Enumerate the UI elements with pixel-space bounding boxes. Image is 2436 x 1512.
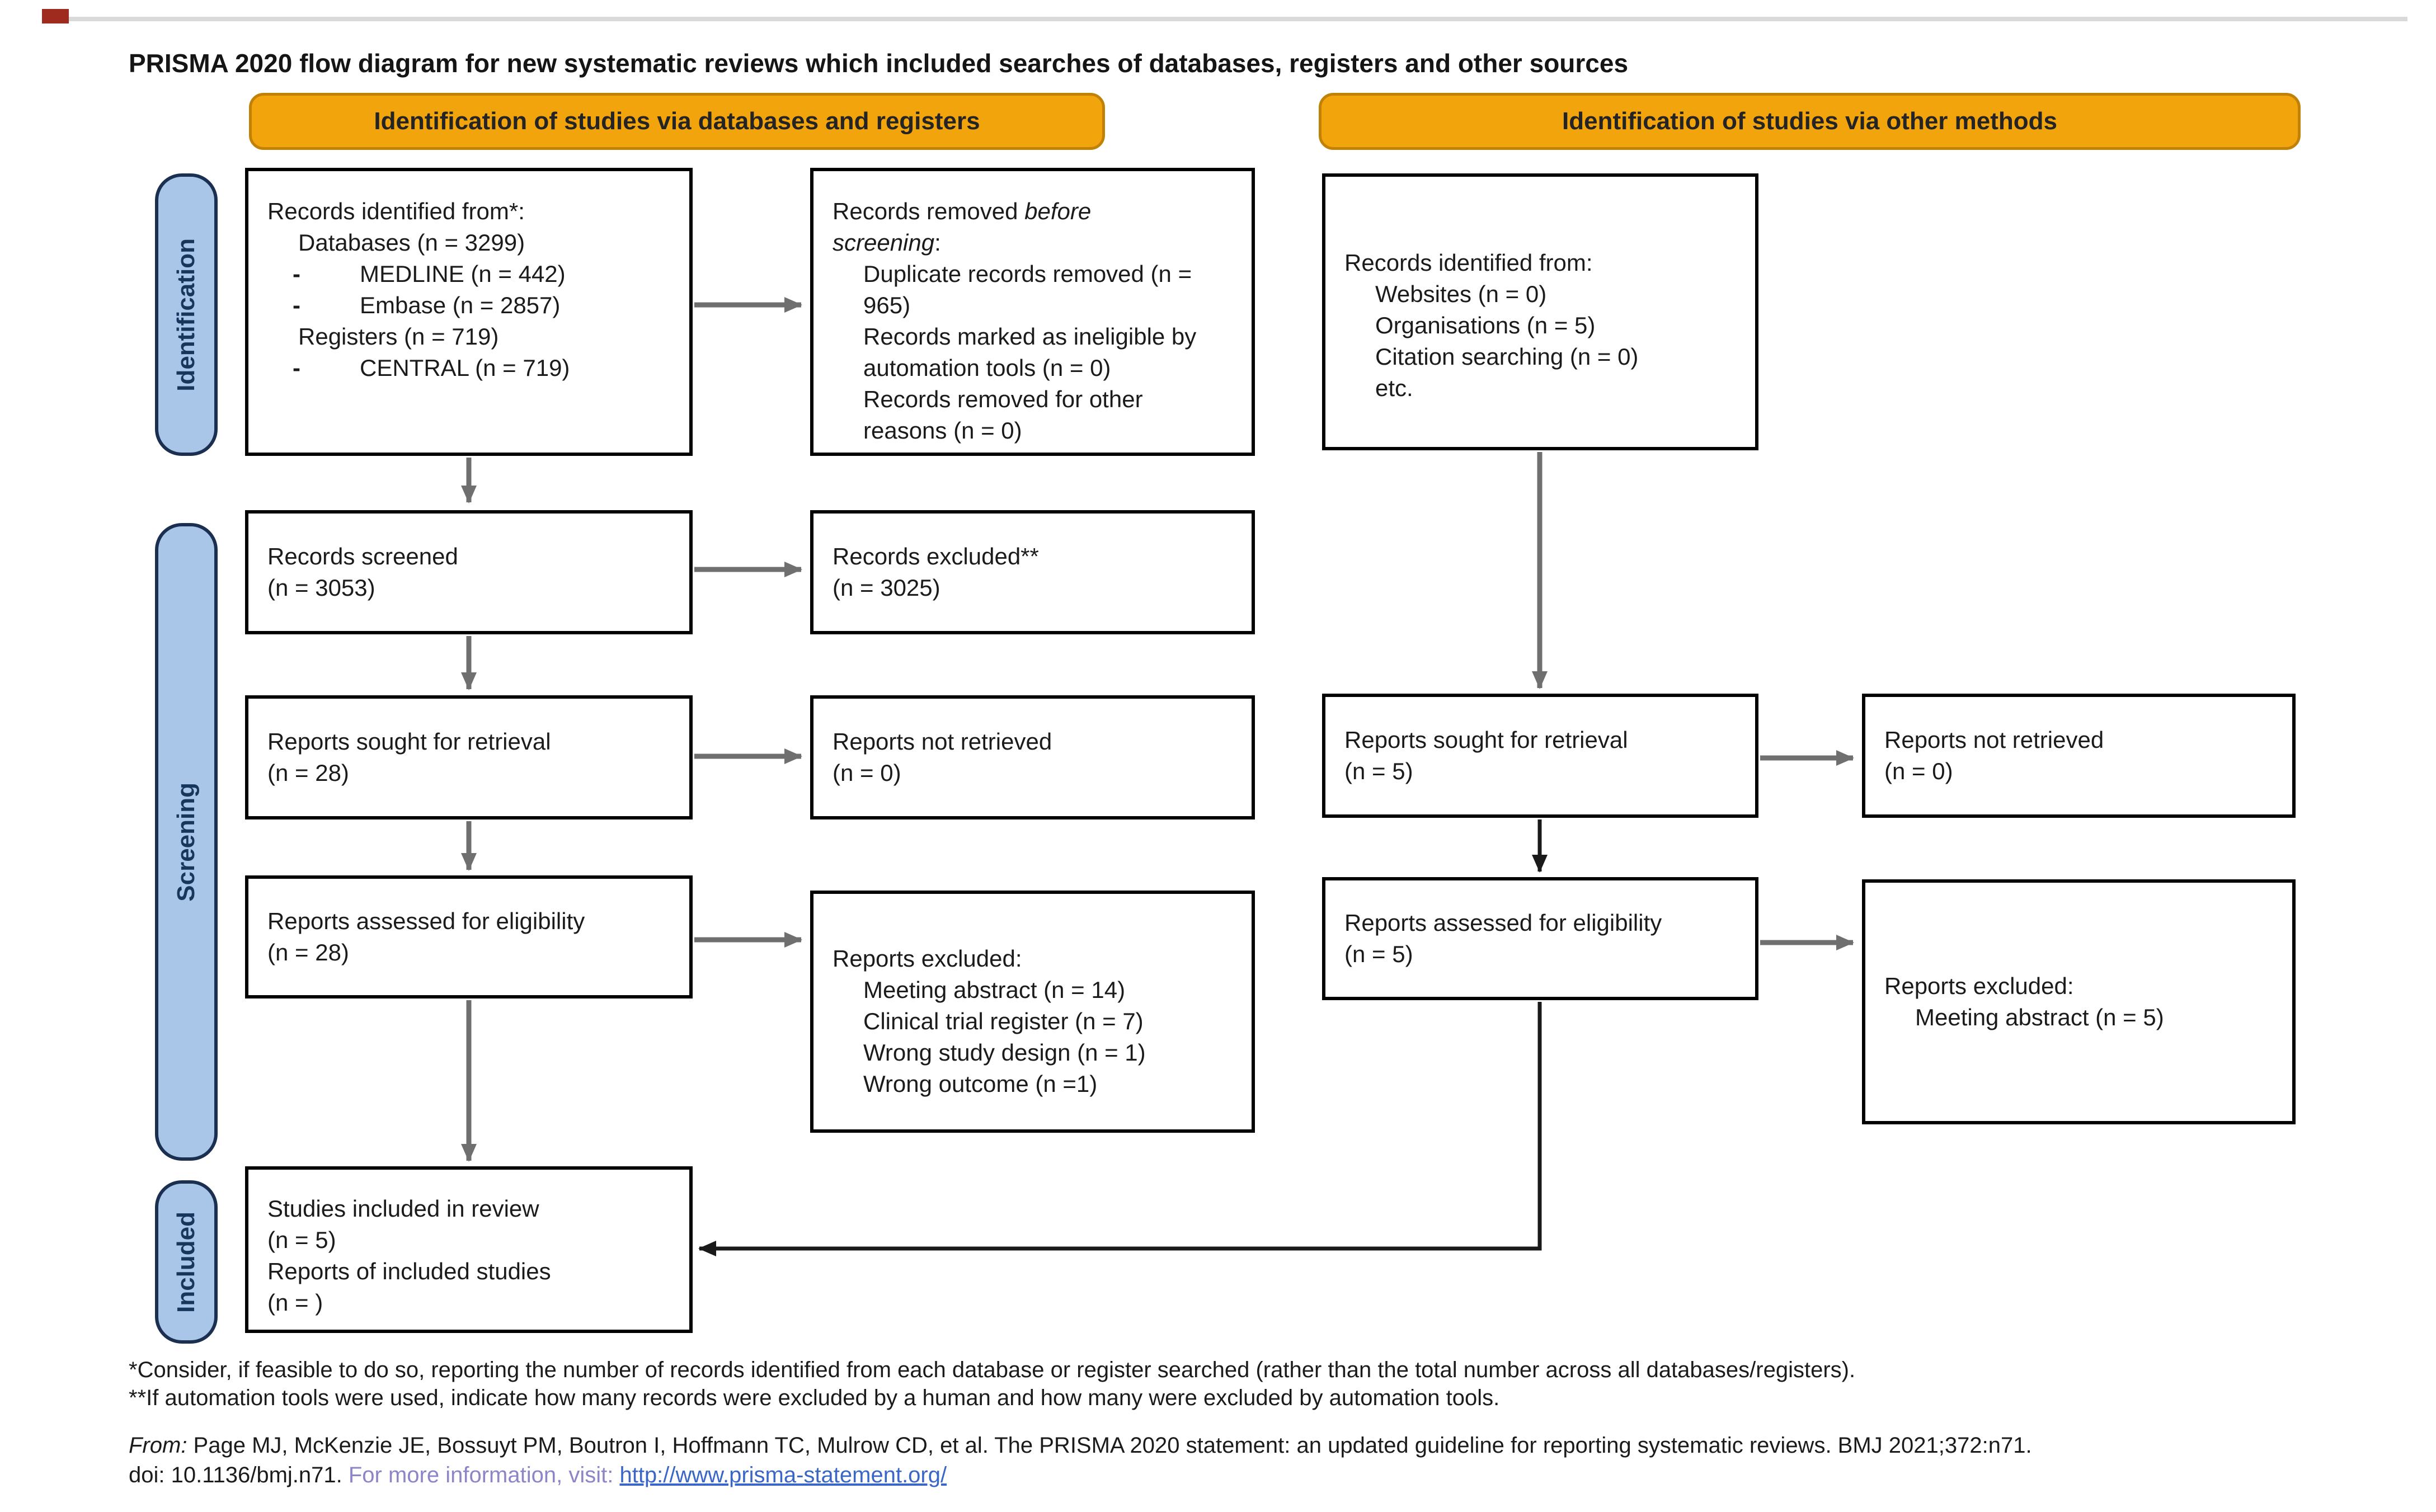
box-line: (n = 3053): [267, 574, 375, 601]
box-line: Records identified from*:: [267, 198, 525, 224]
footnote-databases: *Consider, if feasible to do so, reporti…: [129, 1358, 1856, 1382]
prisma-statement-link[interactable]: http://www.prisma-statement.org/: [619, 1463, 947, 1487]
bullet-dash: -: [293, 261, 300, 287]
box-line: Records identified from:: [1344, 249, 1593, 276]
box-line: Reports excluded:: [833, 945, 1022, 972]
citation-text: Page MJ, McKenzie JE, Bossuyt PM, Boutro…: [187, 1433, 2032, 1458]
box-line: Embase (n = 2857): [360, 292, 561, 318]
box-line: Studies included in review: [267, 1195, 539, 1222]
box-reports-sought-databases: Reports sought for retrieval (n = 28): [245, 695, 693, 819]
box-line: Reports not retrieved: [833, 728, 1052, 755]
box-line: Reports not retrieved: [1884, 727, 2104, 753]
box-records-excluded: Records excluded** (n = 3025): [810, 510, 1255, 634]
citation-line-2: doi: 10.1136/bmj.n71. For more informati…: [129, 1461, 2032, 1490]
box-line: Databases (n = 3299): [298, 229, 525, 256]
box-line: Reports of included studies: [267, 1258, 551, 1284]
box-records-screened: Records screened (n = 3053): [245, 510, 693, 634]
box-reports-excluded-other: Reports excluded: Meeting abstract (n = …: [1862, 879, 2296, 1124]
box-records-identified-databases: Records identified from*: Databases (n =…: [245, 168, 693, 456]
text-run: Records removed: [833, 198, 1025, 224]
box-line: Websites (n = 0): [1375, 281, 1547, 307]
banner-other-methods-label: Identification of studies via other meth…: [1562, 107, 2057, 135]
box-line: Records removed before screening:: [833, 196, 1146, 258]
box-line: Wrong outcome (n =1): [863, 1071, 1098, 1097]
box-line: CENTRAL (n = 719): [360, 355, 570, 381]
page-corner-red-mark: [42, 9, 69, 23]
box-line: Duplicate records removed (n = 965): [863, 261, 1192, 318]
box-line: (n = 28): [267, 760, 349, 786]
footnote-automation: **If automation tools were used, indicat…: [129, 1386, 1500, 1410]
box-records-identified-other: Records identified from: Websites (n = 0…: [1322, 173, 1758, 450]
citation-line-1: From: Page MJ, McKenzie JE, Bossuyt PM, …: [129, 1431, 2032, 1461]
box-line: (n = 0): [833, 760, 901, 786]
bullet-dash: -: [293, 355, 300, 381]
stage-label-screening: Screening: [155, 523, 218, 1161]
page-title: PRISMA 2020 flow diagram for new systema…: [129, 49, 1629, 78]
banner-other-methods: Identification of studies via other meth…: [1319, 93, 2301, 150]
stage-label-identification: Identification: [155, 173, 218, 456]
box-line: (n = 5): [1344, 941, 1413, 967]
text-run: :: [934, 229, 941, 256]
stage-label-screening-text: Screening: [172, 782, 200, 902]
box-studies-included: Studies included in review (n = 5) Repor…: [245, 1166, 693, 1333]
box-line: Records marked as ineligible by automati…: [863, 323, 1197, 381]
box-line: Records excluded**: [833, 543, 1039, 569]
box-line: Records screened: [267, 543, 458, 569]
box-reports-not-retrieved-other: Reports not retrieved (n = 0): [1862, 694, 2296, 818]
box-line: Meeting abstract (n = 5): [1915, 1004, 2164, 1030]
box-reports-assessed-other: Reports assessed for eligibility (n = 5): [1322, 877, 1758, 1000]
box-line: (n = 5): [1344, 758, 1413, 784]
box-reports-assessed-databases: Reports assessed for eligibility (n = 28…: [245, 875, 693, 998]
box-line: (n = 3025): [833, 574, 940, 601]
box-line: Clinical trial register (n = 7): [863, 1008, 1144, 1034]
box-reports-not-retrieved-databases: Reports not retrieved (n = 0): [810, 695, 1255, 819]
box-line: Registers (n = 719): [298, 323, 499, 350]
box-line: Reports assessed for eligibility: [1344, 910, 1662, 936]
banner-databases-registers-label: Identification of studies via databases …: [374, 107, 980, 135]
citation-from-label: From:: [129, 1433, 187, 1458]
box-bullet-line: - CENTRAL (n = 719): [293, 352, 670, 384]
stage-label-identification-text: Identification: [172, 238, 200, 392]
citation-doi: doi: 10.1136/bmj.n71.: [129, 1463, 349, 1487]
banner-databases-registers: Identification of studies via databases …: [249, 93, 1105, 150]
footnotes: *Consider, if feasible to do so, reporti…: [129, 1356, 1855, 1412]
citation-visit-text: For more information, visit:: [348, 1463, 620, 1487]
box-line: MEDLINE (n = 442): [360, 261, 566, 287]
bullet-dash: -: [293, 292, 300, 318]
box-reports-sought-other: Reports sought for retrieval (n = 5): [1322, 694, 1758, 818]
box-line: Organisations (n = 5): [1375, 312, 1596, 338]
citation: From: Page MJ, McKenzie JE, Bossuyt PM, …: [129, 1431, 2032, 1490]
box-line: etc.: [1375, 375, 1413, 401]
box-line: Records removed for other reasons (n = 0…: [863, 386, 1143, 444]
box-line: (n = ): [267, 1289, 323, 1316]
box-records-removed-before-screening: Records removed before screening: Duplic…: [810, 168, 1255, 456]
box-line: Reports sought for retrieval: [267, 728, 551, 755]
text-run-italic: before screening: [833, 198, 1092, 256]
page-top-divider: [69, 17, 2407, 21]
box-bullet-line: - Embase (n = 2857): [293, 290, 670, 321]
box-line: (n = 0): [1884, 758, 1953, 784]
box-line: Meeting abstract (n = 14): [863, 977, 1126, 1003]
box-line: (n = 28): [267, 939, 349, 965]
box-line: Citation searching (n = 0): [1375, 343, 1639, 370]
box-line: Wrong study design (n = 1): [863, 1039, 1146, 1066]
box-line: Reports sought for retrieval: [1344, 727, 1628, 753]
box-line: Reports assessed for eligibility: [267, 908, 585, 934]
box-line: (n = 5): [267, 1227, 336, 1253]
box-line: Reports excluded:: [1884, 973, 2074, 999]
box-reports-excluded-databases: Reports excluded: Meeting abstract (n = …: [810, 891, 1255, 1133]
box-bullet-line: - MEDLINE (n = 442): [293, 258, 670, 290]
stage-label-included: Included: [155, 1180, 218, 1344]
stage-label-included-text: Included: [172, 1211, 200, 1313]
